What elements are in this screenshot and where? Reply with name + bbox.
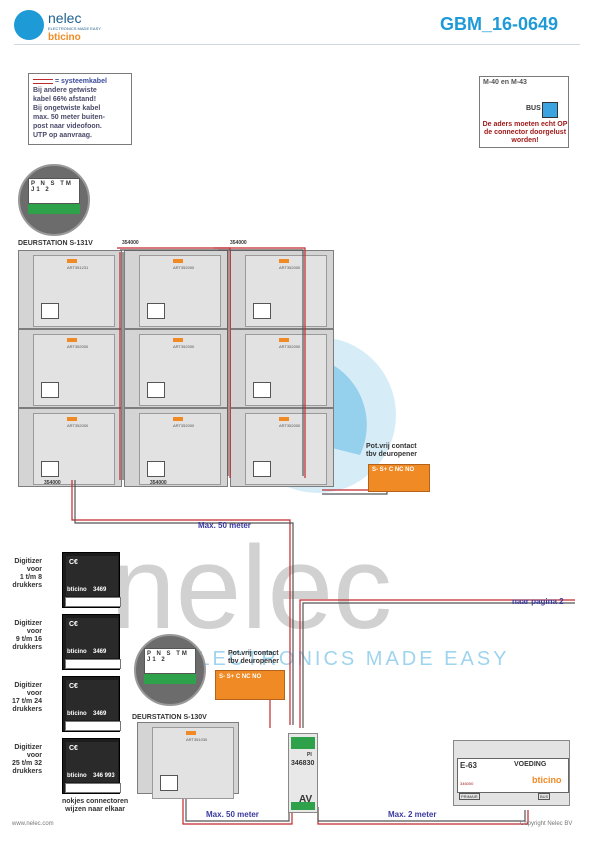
cable-code-label: 354000 — [150, 480, 167, 486]
brand-name: nelec — [48, 10, 82, 26]
cable-code-label: 354000 — [122, 240, 139, 246]
cable-legend: = systeemkabel — [33, 77, 127, 86]
door-module: ART352000 — [230, 250, 334, 329]
door-module: ART352000 — [124, 329, 228, 408]
connector-note: De aders moeten echt OP de connector doo… — [482, 121, 568, 144]
brand-tagline: ELECTRONICS MADE EASY — [48, 26, 101, 31]
contact-bottom-block: S- S+ C NC NO — [215, 670, 285, 700]
terminal-labels: P N S TM J1 2 — [144, 648, 196, 674]
distance-label-bottom-right: Max. 2 meter — [388, 810, 437, 819]
door-module: ART352000 — [18, 408, 122, 487]
cable-code-label: 354000 — [230, 240, 247, 246]
brand-logo: nelec ELECTRONICS MADE EASY bticino — [14, 10, 124, 44]
door-module: ART352000 — [124, 250, 228, 329]
note-line: post naar videofoon. — [33, 123, 102, 130]
power-supply-e63: E-63 VOEDING 346000 bticino PRIMAIR BUS — [453, 740, 570, 806]
terminal-callout-bottom: P N S TM J1 2 — [134, 634, 206, 706]
station-bottom-label: DEURSTATION S-130V — [132, 714, 207, 721]
station-top-label: DEURSTATION S-131V — [18, 240, 93, 247]
terminal-block — [28, 204, 80, 214]
contact-top-block: S- S+ C NC NO — [368, 464, 430, 492]
footer-copyright: Copyright Nelec BV — [520, 821, 573, 827]
door-module: ART351231 — [18, 250, 122, 329]
bus-connector-icon — [542, 102, 558, 118]
watermark-tagline: ELECTRONICS MADE EASY — [182, 648, 510, 670]
note-line: Bij ongetwiste kabel — [33, 105, 101, 112]
connector-title: M-40 en M-43 — [483, 79, 527, 86]
document-code: GBM_16-0649 — [440, 14, 559, 34]
svg-text:nelec: nelec — [110, 522, 392, 654]
terminal-block — [144, 674, 196, 684]
logo-mark-icon — [14, 10, 44, 40]
note-line: kabel 66% afstand! — [33, 96, 97, 103]
cable-note: = systeemkabel Bij andere getwiste kabel… — [28, 73, 132, 145]
brand-partner: bticino — [48, 32, 81, 43]
door-module: ART352000 — [18, 329, 122, 408]
station-bottom-module: ART351030 — [137, 722, 239, 799]
door-module: ART352000 — [124, 408, 228, 487]
bus-label: BUS — [526, 105, 541, 112]
terminal-labels: P N S TM J1 2 — [28, 178, 80, 204]
interface-346830: PI 346830 AV — [288, 733, 318, 813]
terminal-callout-top: P N S TM J1 2 — [18, 164, 90, 236]
note-line: Bij andere getwiste — [33, 87, 97, 94]
header-divider — [14, 44, 580, 45]
note-line: max. 50 meter buiten- — [33, 114, 105, 121]
cable-code-label: 354000 — [44, 480, 61, 486]
note-line: UTP op aanvraag. — [33, 132, 93, 139]
next-page-link[interactable]: naar pagina 2 — [512, 597, 564, 606]
connector-detail-box: M-40 en M-43 BUS De aders moeten echt OP… — [479, 76, 569, 148]
distance-label-bottom-left: Max. 50 meter — [206, 810, 259, 819]
footer-website[interactable]: www.nelec.com — [12, 821, 54, 827]
door-module: ART352000 — [230, 329, 334, 408]
distance-label-top: Max. 50 meter — [198, 521, 251, 530]
